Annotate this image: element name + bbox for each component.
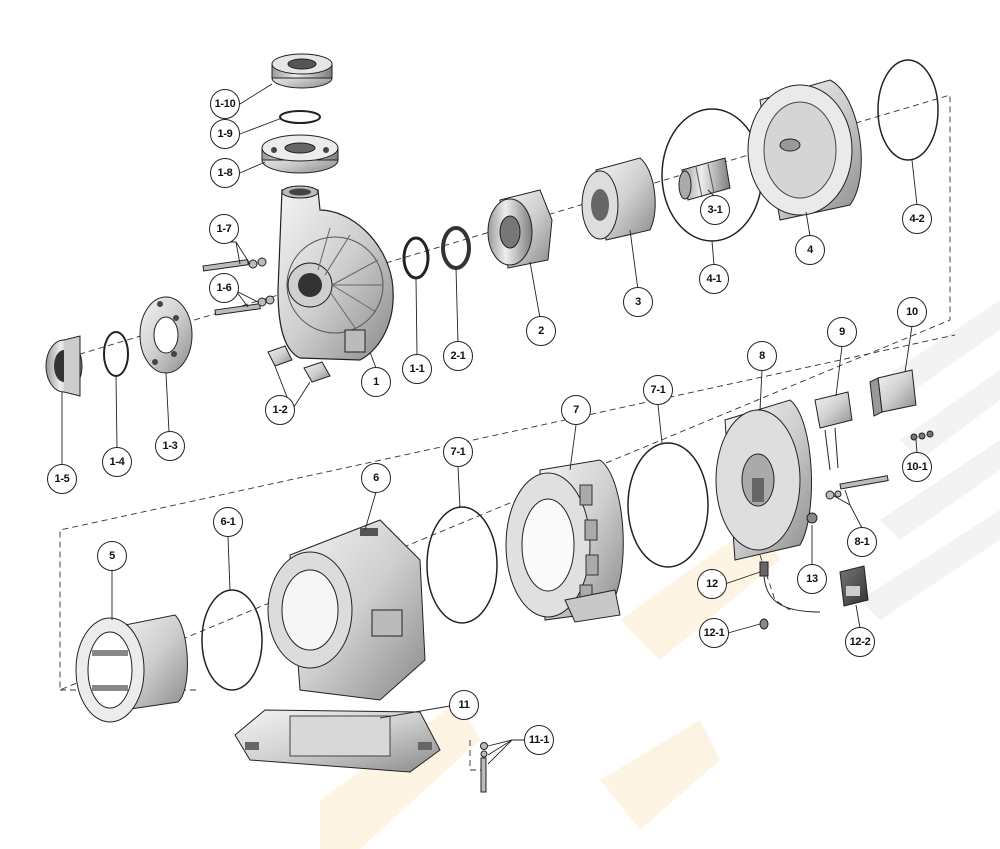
part-7-stator	[505, 459, 624, 623]
part-9-capacitor	[814, 391, 853, 471]
callout-12-1[interactable]: 12-1	[699, 618, 729, 648]
callout-10-1[interactable]: 10-1	[902, 452, 932, 482]
callout-2[interactable]: 2	[526, 316, 556, 346]
part-11-1-bolt	[480, 742, 488, 793]
part-4-rear-casing	[747, 79, 862, 221]
callout-1-6[interactable]: 1-6	[209, 273, 239, 303]
callout-4-1[interactable]: 4-1	[699, 264, 729, 294]
part-13-grommet	[806, 512, 818, 524]
part-4-2-o-ring	[877, 59, 939, 161]
part-8-1-bolt	[825, 475, 889, 500]
callout-9[interactable]: 9	[827, 317, 857, 347]
part-5-sleeve	[75, 614, 188, 723]
callout-1-2[interactable]: 1-2	[265, 395, 295, 425]
callout-6[interactable]: 6	[361, 463, 391, 493]
callout-8-1[interactable]: 8-1	[847, 527, 877, 557]
part-3-1-shaft	[678, 157, 731, 201]
callout-3[interactable]: 3	[623, 287, 653, 317]
part-1-6-bolts	[214, 295, 275, 316]
part-1-4-o-ring	[103, 331, 129, 377]
part-2-1-clamp-ring	[441, 226, 471, 270]
callout-5[interactable]: 5	[97, 541, 127, 571]
callout-1-4[interactable]: 1-4	[102, 447, 132, 477]
part-6-motor-housing	[267, 519, 426, 701]
part-1-pump-casing	[277, 185, 394, 361]
callout-1[interactable]: 1	[361, 367, 391, 397]
part-1-8-flange	[261, 134, 339, 174]
part-7-1-o-ring-a	[426, 506, 498, 624]
part-1-3-flange	[139, 296, 193, 374]
part-10-terminal-box-cover	[869, 369, 917, 417]
callout-6-1[interactable]: 6-1	[213, 507, 243, 537]
part-3-magnet-rotor	[581, 157, 656, 241]
callout-11-1[interactable]: 11-1	[524, 725, 554, 755]
part-2-impeller	[487, 189, 553, 269]
part-1-2-feet	[267, 345, 331, 383]
part-11-base	[234, 709, 441, 773]
callout-4[interactable]: 4	[795, 235, 825, 265]
callout-12[interactable]: 12	[697, 569, 727, 599]
callout-12-2[interactable]: 12-2	[845, 627, 875, 657]
part-1-1-ring	[402, 236, 430, 280]
part-10-1-screws	[910, 430, 934, 441]
callout-1-8[interactable]: 1-8	[210, 158, 240, 188]
callout-1-9[interactable]: 1-9	[210, 119, 240, 149]
part-1-5-union-end	[45, 335, 83, 397]
callout-13[interactable]: 13	[797, 564, 827, 594]
part-12-2-switch	[839, 565, 869, 607]
callout-1-10[interactable]: 1-10	[210, 89, 240, 119]
callout-1-3[interactable]: 1-3	[155, 431, 185, 461]
callout-4-2[interactable]: 4-2	[902, 204, 932, 234]
part-7-1-o-ring-b	[627, 442, 709, 568]
part-6-1-o-ring	[201, 589, 263, 691]
callout-2-1[interactable]: 2-1	[443, 341, 473, 371]
callout-7-1-a[interactable]: 7-1	[443, 437, 473, 467]
callout-7[interactable]: 7	[561, 395, 591, 425]
part-8-end-bell	[715, 399, 812, 561]
callout-1-1[interactable]: 1-1	[402, 354, 432, 384]
callout-3-1[interactable]: 3-1	[700, 195, 730, 225]
callout-10[interactable]: 10	[897, 297, 927, 327]
callout-11[interactable]: 11	[449, 690, 479, 720]
part-1-9-o-ring	[279, 110, 321, 124]
part-1-7-bolts	[202, 257, 267, 272]
leader-lines	[61, 83, 918, 765]
part-1-10-union-nut	[271, 53, 333, 89]
callout-1-5[interactable]: 1-5	[47, 464, 77, 494]
callout-7-1-b[interactable]: 7-1	[643, 375, 673, 405]
callout-8[interactable]: 8	[747, 341, 777, 371]
callout-1-7[interactable]: 1-7	[209, 214, 239, 244]
